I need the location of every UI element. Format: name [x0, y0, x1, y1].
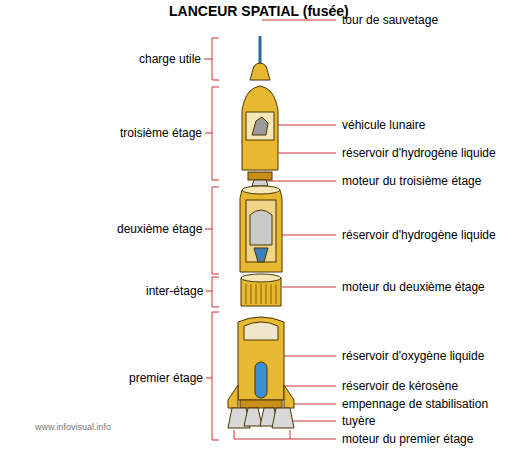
part-label: inter-étage [146, 284, 203, 298]
diagram-title: LANCEUR SPATIAL (fusée) [169, 3, 349, 19]
part-label: deuxième étage [117, 222, 202, 236]
part-label: réservoir de kérosène [342, 379, 458, 393]
part-label: moteur du premier étage [342, 432, 473, 446]
part-label: premier étage [129, 371, 203, 385]
part-label: troisième étage [120, 126, 202, 140]
part-label: empennage de stabilisation [342, 397, 488, 411]
part-label: réservoir d'oxygène liquide [342, 349, 484, 363]
part-label: tuyère [342, 414, 375, 428]
part-label: charge utile [139, 52, 201, 66]
part-label: réservoir d'hydrogène liquide [342, 228, 496, 242]
part-label: moteur du deuxième étage [342, 280, 485, 294]
part-label: tour de sauvetage [342, 13, 438, 27]
part-label: réservoir d'hydrogène liquide [342, 146, 496, 160]
watermark: www.infovisual.info [35, 420, 111, 434]
part-label: véhicule lunaire [342, 118, 425, 132]
part-label: moteur du troisième étage [342, 174, 481, 188]
